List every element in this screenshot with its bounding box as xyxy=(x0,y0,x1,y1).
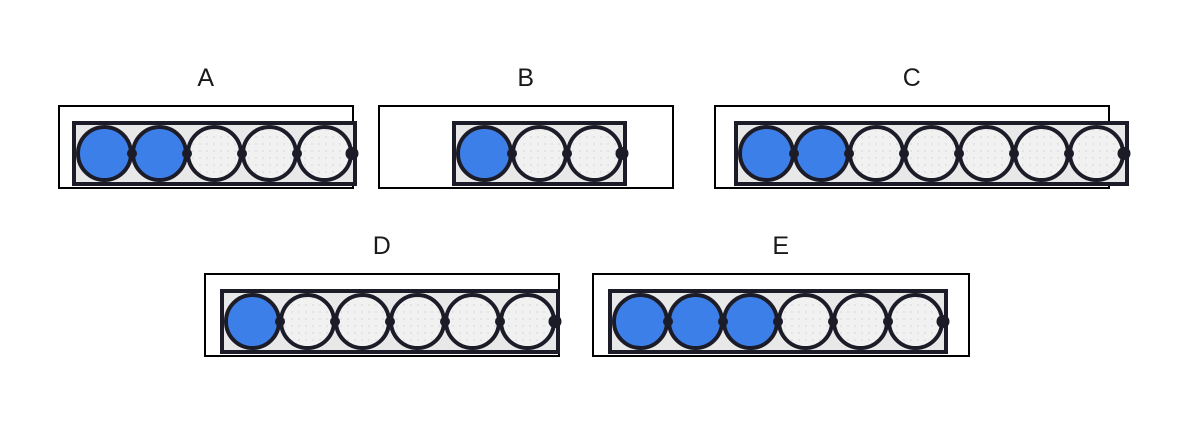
panel-frame-c xyxy=(714,105,1131,189)
tangent-dot-b-1 xyxy=(507,148,517,159)
circle-strip-b xyxy=(452,121,631,186)
empty-circle-a-3 xyxy=(186,125,243,182)
tangent-dot-b-2 xyxy=(562,148,572,159)
filled-circle-a-2 xyxy=(131,125,188,182)
empty-circle-d-2 xyxy=(279,293,336,350)
empty-circle-c-4 xyxy=(903,125,960,182)
empty-circle-a-4 xyxy=(241,125,298,182)
end-marker-dot-d xyxy=(548,315,562,328)
panel-frame-a xyxy=(58,105,359,189)
filled-circle-c-2 xyxy=(793,125,850,182)
filled-circle-e-2 xyxy=(667,293,724,350)
filled-circle-a-1 xyxy=(76,125,133,182)
tangent-dot-e-5 xyxy=(883,316,893,327)
panel-label-a: A xyxy=(197,64,215,92)
filled-circle-c-1 xyxy=(738,125,795,182)
filled-circle-e-3 xyxy=(722,293,779,350)
empty-circle-e-5 xyxy=(832,293,889,350)
panel-b: B xyxy=(378,66,674,189)
panel-label-e: E xyxy=(772,232,790,260)
empty-circle-b-2 xyxy=(511,125,568,182)
tangent-dot-e-3 xyxy=(773,316,783,327)
tangent-dot-c-4 xyxy=(954,148,964,159)
end-marker-dot-c xyxy=(1117,147,1131,160)
filled-circle-d-1 xyxy=(224,293,281,350)
panel-e: E xyxy=(592,234,970,357)
panel-label-c: C xyxy=(902,64,922,92)
end-marker-dot-b xyxy=(615,147,629,160)
tangent-dot-d-5 xyxy=(495,316,505,327)
tangent-dot-c-1 xyxy=(789,148,799,159)
filled-circle-e-1 xyxy=(612,293,669,350)
circle-strip-d xyxy=(220,289,564,354)
empty-circle-d-4 xyxy=(389,293,446,350)
empty-circle-c-6 xyxy=(1013,125,1070,182)
panel-frame-b xyxy=(378,105,674,189)
tangent-dot-c-6 xyxy=(1064,148,1074,159)
panel-frame-e xyxy=(592,273,970,357)
empty-circle-d-3 xyxy=(334,293,391,350)
tangent-dot-c-5 xyxy=(1009,148,1019,159)
panel-frame-d xyxy=(204,273,562,357)
circle-strip-e xyxy=(608,289,952,354)
empty-circle-e-6 xyxy=(887,293,944,350)
end-marker-dot-a xyxy=(345,147,359,160)
empty-circle-c-7 xyxy=(1068,125,1125,182)
empty-circle-c-5 xyxy=(958,125,1015,182)
panel-d: D xyxy=(204,232,562,357)
tangent-dot-a-3 xyxy=(237,148,247,159)
tangent-dot-a-4 xyxy=(292,148,302,159)
empty-circle-a-5 xyxy=(296,125,353,182)
empty-circle-d-6 xyxy=(499,293,556,350)
empty-circle-e-4 xyxy=(777,293,834,350)
tangent-dot-e-2 xyxy=(718,316,728,327)
filled-circle-b-1 xyxy=(456,125,513,182)
tangent-dot-a-2 xyxy=(182,148,192,159)
tangent-dot-a-1 xyxy=(127,148,137,159)
tangent-dot-d-4 xyxy=(440,316,450,327)
panel-label-b: B xyxy=(517,64,535,92)
tangent-dot-d-3 xyxy=(385,316,395,327)
tangent-dot-d-2 xyxy=(330,316,340,327)
end-marker-dot-e xyxy=(936,315,950,328)
empty-circle-b-3 xyxy=(566,125,623,182)
panel-c: C xyxy=(714,64,1131,189)
empty-circle-d-5 xyxy=(444,293,501,350)
panel-label-d: D xyxy=(372,232,392,260)
circle-strip-c xyxy=(734,121,1133,186)
panel-a: A xyxy=(58,64,359,189)
tangent-dot-e-1 xyxy=(663,316,673,327)
tangent-dot-c-2 xyxy=(844,148,854,159)
tangent-dot-e-4 xyxy=(828,316,838,327)
empty-circle-c-3 xyxy=(848,125,905,182)
tangent-dot-d-1 xyxy=(275,316,285,327)
tangent-dot-c-3 xyxy=(899,148,909,159)
circle-strip-a xyxy=(72,121,361,186)
